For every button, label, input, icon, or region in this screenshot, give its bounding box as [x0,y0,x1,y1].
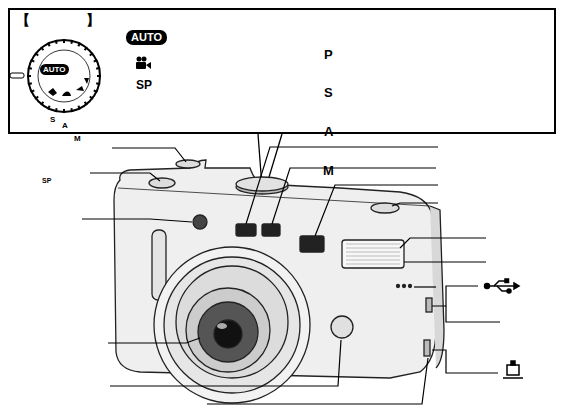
mode-label: M [323,164,569,178]
panel-title: 【 】 [16,12,100,30]
dial-letter: SP [42,177,569,185]
mode-text: AUTO [131,31,162,44]
camera-body [114,160,444,403]
mode-badge: AUTO [40,64,69,75]
dial-letter: M [74,135,569,144]
mode-label: A [324,125,569,139]
mode-text: AUTO [43,64,66,75]
dock-icon [503,361,523,378]
inset-panel: 【 】 AUTO AUTO [8,8,556,134]
dial-letter: S [50,116,569,125]
usb-icon [485,279,520,293]
mode-badge: AUTO [126,30,167,45]
dial-letter: A [62,122,569,131]
mode-dial [10,39,101,113]
movie-icon [136,57,151,70]
leader-lines [82,147,500,404]
mode-label: S [324,86,569,100]
mode-label: P [324,48,569,62]
mode-label: SP [136,79,569,92]
